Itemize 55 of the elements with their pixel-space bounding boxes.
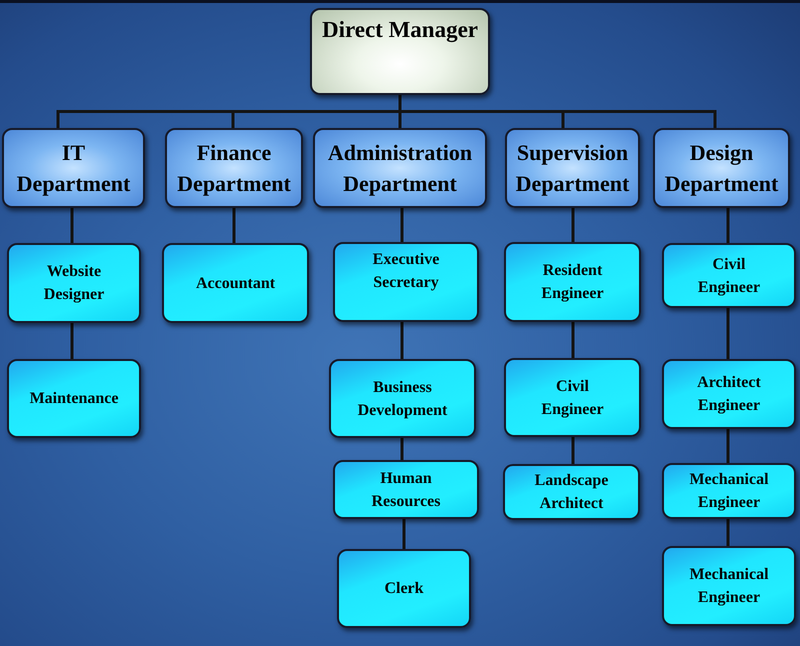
department-box xyxy=(505,128,640,208)
node-label: Architect Engineer xyxy=(696,373,762,416)
node-label: Landscape Architect xyxy=(534,471,610,514)
connector-line xyxy=(232,208,236,243)
connector-line xyxy=(726,519,730,546)
node-label: Civil Engineer xyxy=(540,376,605,420)
connector-line xyxy=(572,437,574,464)
position-box xyxy=(503,464,640,520)
connector-line xyxy=(400,322,404,359)
node-label: Mechanical Engineer xyxy=(688,565,770,608)
connector-line xyxy=(400,438,404,460)
position-box xyxy=(662,243,796,308)
position-box xyxy=(7,243,141,323)
node-label: Finance Department xyxy=(176,139,292,198)
node-label: Business Development xyxy=(356,378,448,420)
node-label: Accountant xyxy=(196,274,276,294)
department-box xyxy=(653,128,790,208)
node-label: Maintenance xyxy=(30,389,118,409)
node-label: Design Department xyxy=(664,139,780,198)
position-box xyxy=(162,243,309,323)
position-box xyxy=(662,546,796,626)
node-label: Administration Department xyxy=(326,139,474,198)
position-box xyxy=(329,359,476,438)
node-label: IT Department xyxy=(16,139,132,198)
department-box xyxy=(313,128,487,208)
position-box xyxy=(337,549,471,628)
connector-line xyxy=(398,95,716,128)
node-label: Supervision Department xyxy=(514,139,630,198)
node-label: Resident Engineer xyxy=(540,261,605,304)
connector-line xyxy=(726,308,730,359)
position-box xyxy=(662,463,796,519)
node-label: Civil Engineer xyxy=(696,254,762,298)
position-box xyxy=(504,242,641,322)
connector-line xyxy=(572,322,574,358)
node-label: Clerk xyxy=(384,579,424,599)
department-box xyxy=(2,128,145,208)
position-box xyxy=(333,460,479,519)
manager-box xyxy=(310,8,490,95)
node-label: Executive Secretary xyxy=(372,250,440,293)
node-label: Mechanical Engineer xyxy=(688,470,770,513)
node-label: Website Designer xyxy=(42,262,106,305)
node-label: Human Resources xyxy=(370,468,442,512)
position-box xyxy=(662,359,796,429)
department-box xyxy=(165,128,303,208)
position-box xyxy=(7,359,141,438)
position-box xyxy=(333,242,479,322)
connector-line xyxy=(726,429,730,463)
connector-line xyxy=(400,208,404,242)
connector-line xyxy=(70,208,74,243)
connector-line xyxy=(726,208,730,243)
node-label: Direct Manager xyxy=(322,16,478,44)
connector-line xyxy=(402,519,406,549)
connector-line xyxy=(70,323,74,359)
connector-line xyxy=(572,208,574,242)
position-box xyxy=(504,358,641,437)
